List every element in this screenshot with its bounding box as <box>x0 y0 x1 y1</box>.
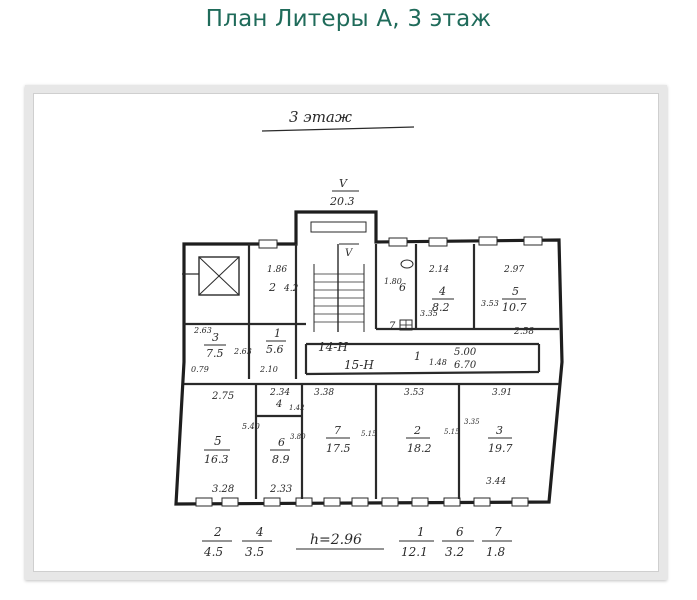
r4-top-side: 3.35 <box>420 309 438 318</box>
corridor-14-label: 14-Н <box>318 340 348 354</box>
floor-plan-drawing: 3 этаж V 20.3 <box>174 108 564 559</box>
r7-bottom-side: 5.15 <box>361 430 377 438</box>
legend-f2-num: 4 <box>255 525 264 539</box>
r3-num: 3 <box>212 331 219 344</box>
r2-bottom-num: 2 <box>413 424 421 437</box>
r4-bottom-num: 4 <box>275 399 282 410</box>
r2-top-dim: 1.86 <box>267 265 287 275</box>
r3-bottom-num: 3 <box>496 424 503 437</box>
floor-label-underline <box>261 126 415 132</box>
floor-label: 3 этаж <box>289 108 352 126</box>
legend-f2-den: 3.5 <box>245 545 264 559</box>
r5-top-den: 10.7 <box>502 301 527 314</box>
r2-bottom-top: 3.53 <box>404 388 424 398</box>
r5-bottom-top: 2.75 <box>211 391 234 402</box>
r2-bottom-side: 5.15 <box>444 428 460 436</box>
legend-f1-den: 4.5 <box>203 545 223 559</box>
r5-top-num: 5 <box>512 285 519 298</box>
r4-bottom-side: 1.42 <box>289 404 305 412</box>
r1-num: 1 <box>274 327 281 340</box>
corridor-1-dim-b: 6.70 <box>454 360 477 371</box>
r6-bottom-den: 8.9 <box>272 453 290 466</box>
r6-top-num: 6 <box>399 281 406 294</box>
corridor-1-dim-c: 1.48 <box>429 358 447 367</box>
r5-top-dim: 2.97 <box>503 265 524 275</box>
r7-small-num: 7 <box>389 321 396 332</box>
stair-top-den: 20.3 <box>329 195 355 208</box>
wc-fixtures <box>399 259 414 331</box>
legend-f5-den: 1.8 <box>486 545 505 559</box>
r3-bottom-den: 19.7 <box>488 442 513 455</box>
r5-bottom-den: 16.3 <box>204 453 229 466</box>
legend-f5-num: 7 <box>494 525 502 539</box>
r4-top-den: 8.2 <box>432 301 450 314</box>
legend-f3-den: 12.1 <box>401 545 428 559</box>
r2-top-num: 2 <box>268 281 276 294</box>
stair-top-num: V <box>339 177 348 190</box>
r3-den: 7.5 <box>206 347 224 360</box>
corridor-1-num: 1 <box>414 350 421 363</box>
outer-wall <box>174 210 564 506</box>
r7-bottom-den: 17.5 <box>326 442 351 455</box>
stair-mid-label: V <box>345 248 354 259</box>
r4-top-num: 4 <box>438 285 446 298</box>
legend-f1-num: 2 <box>213 525 222 539</box>
r5-bottom-side: 5.40 <box>242 422 260 431</box>
r3-bottom-side: 3.35 <box>464 418 480 426</box>
r6-top-dim: 1.80 <box>384 277 402 286</box>
r6-bottom-bottom: 2.33 <box>269 484 292 495</box>
r3-dim-a: 2.63 <box>193 326 212 335</box>
r2-top-den: 4.2 <box>283 284 299 294</box>
interior-walls <box>184 244 559 499</box>
legend-f4-den: 3.2 <box>445 545 464 559</box>
r6-bottom-side: 3.80 <box>290 433 306 441</box>
r7-bottom-num: 7 <box>334 424 341 437</box>
plan-image: 3 этаж V 20.3 <box>33 93 659 572</box>
r4-top-dim: 2.14 <box>428 265 449 275</box>
plan-image-frame: 3 этаж V 20.3 <box>25 85 667 580</box>
page-title: План Литеры А, 3 этаж <box>205 6 492 32</box>
stair-shaft: V <box>310 221 367 332</box>
legend-height: h=2.96 <box>310 532 362 548</box>
r3-dim-d: 2.10 <box>259 365 278 374</box>
corridor-15-label: 15-Н <box>344 358 374 372</box>
legend-f4-num: 6 <box>456 525 464 539</box>
r2-bottom-den: 18.2 <box>407 442 432 455</box>
r4-bottom-top: 2.34 <box>269 388 290 398</box>
r5-top-dim-b: 2.58 <box>513 327 534 337</box>
r3-dim-c: 0.79 <box>191 365 209 374</box>
r7-bottom-top: 3.38 <box>314 388 334 398</box>
r5-bottom-bottom: 3.28 <box>212 484 234 495</box>
r5-bottom-num: 5 <box>214 434 222 448</box>
r3-dim-b: 2.63 <box>233 347 252 356</box>
r5-top-side: 3.53 <box>481 299 499 308</box>
r3-bottom-top: 3.91 <box>492 388 512 398</box>
bottom-windows <box>195 497 529 507</box>
r6-bottom-num: 6 <box>278 436 285 449</box>
legend-row: 2 4.5 4 3.5 h=2.96 1 12.1 6 3.2 7 1.8 <box>202 525 512 559</box>
r3-bottom-bottom: 3.44 <box>486 477 506 487</box>
r1-den: 5.6 <box>266 343 284 356</box>
legend-f3-num: 1 <box>417 525 425 539</box>
elevator-shaft <box>182 256 240 296</box>
corridor-1-dim-a: 5.00 <box>454 347 477 358</box>
top-windows <box>258 236 543 249</box>
